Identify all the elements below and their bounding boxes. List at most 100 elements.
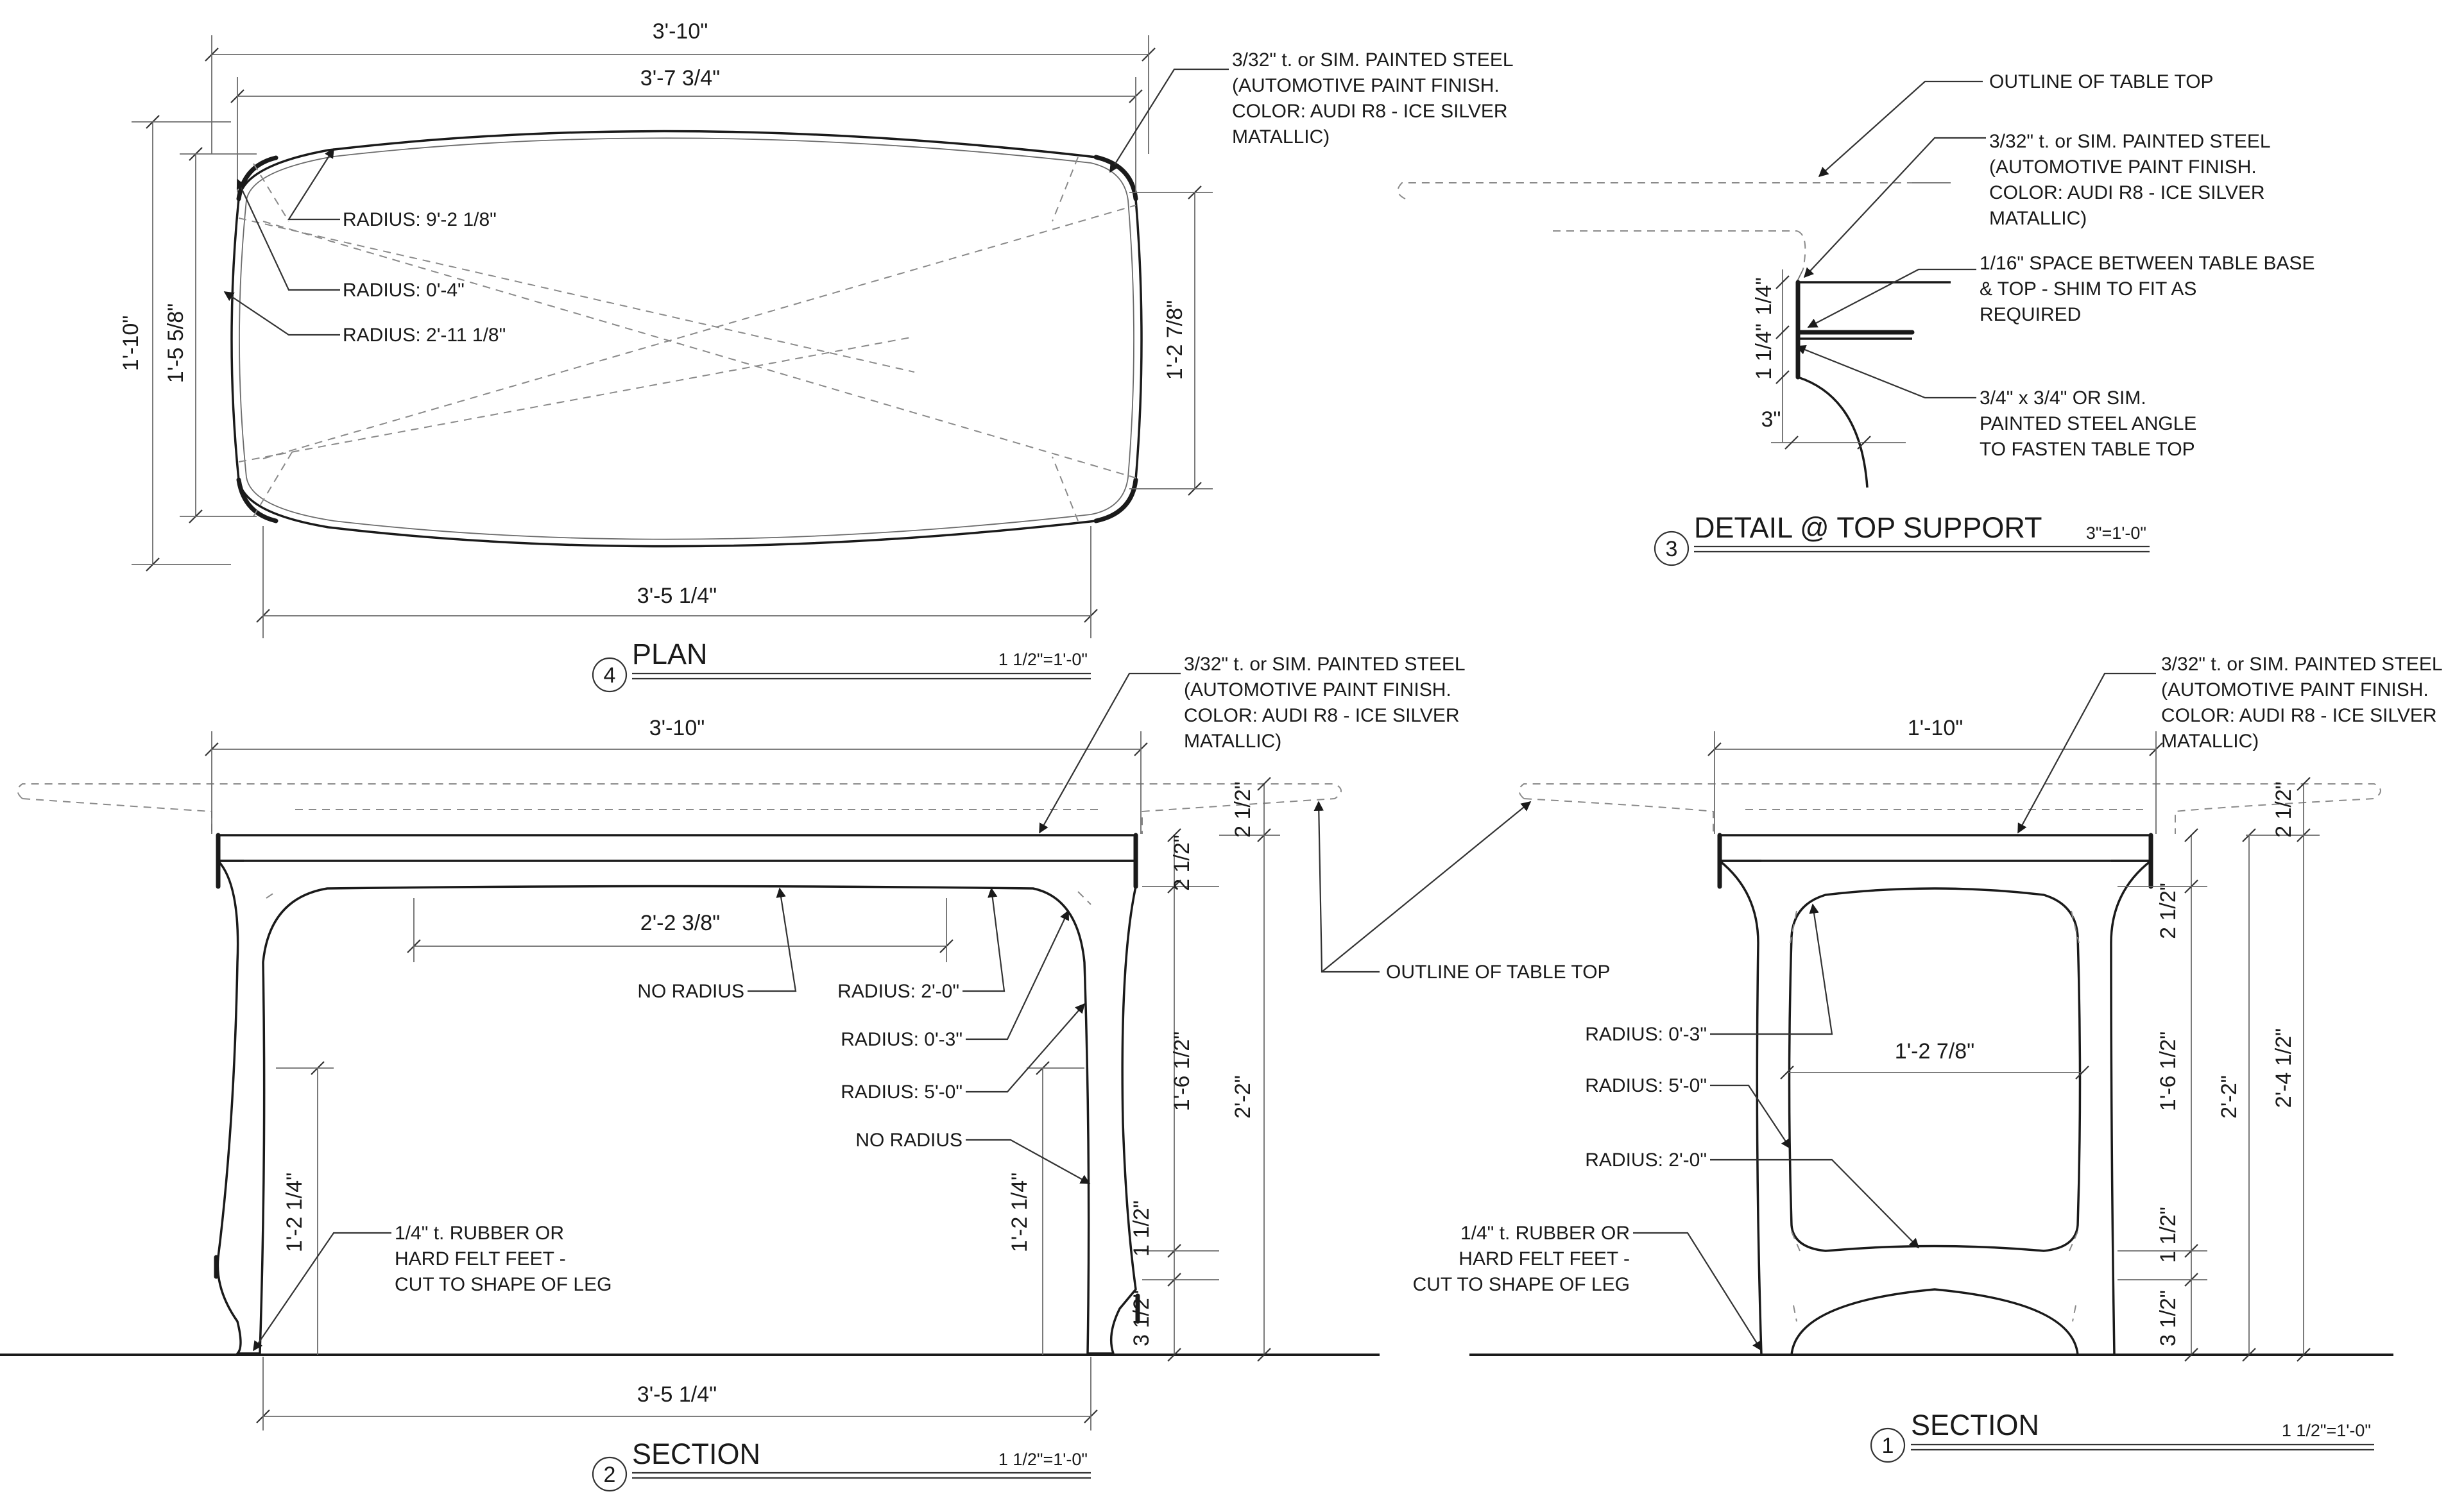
short-steel-note: 3/32" t. or SIM. PAINTED STEEL [2161, 654, 2443, 675]
short-steel-note: COLOR: AUDI R8 - ICE SILVER [2161, 705, 2437, 726]
drawing-title: SECTION [1911, 1409, 2039, 1441]
leader [1633, 1232, 1762, 1352]
long-base-width: 3'-5 1/4" [637, 1382, 717, 1407]
long-label: NO RADIUS [637, 981, 744, 1002]
short-steel-note: (AUTOMOTIVE PAINT FINISH. [2161, 679, 2429, 700]
detail-steel-note: MATALLIC) [1989, 208, 2087, 229]
short-overall-width: 1'-10" [1908, 716, 1964, 740]
plan-overall-depth: 1'-10" [119, 316, 143, 371]
leader [1039, 672, 1181, 834]
short-hidden-corners [1790, 910, 2080, 1322]
short-opening [1788, 887, 2082, 1252]
long-outline-label: OUTLINE OF TABLE TOP [1386, 962, 1611, 983]
long-label: RADIUS: 2'-0" [837, 981, 959, 1002]
short-label: RADIUS: 5'-0" [1585, 1075, 1707, 1096]
drawing-number: 3 [1666, 537, 1678, 561]
short-apron [1718, 834, 2152, 862]
short-feet-note: CUT TO SHAPE OF LEG [1413, 1274, 1630, 1295]
short-lower-arch [1790, 1288, 2079, 1355]
leader [223, 291, 340, 336]
drawing-title: SECTION [632, 1438, 760, 1470]
leader [1710, 1159, 1920, 1249]
plan-note-line: (AUTOMOTIVE PAINT FINISH. [1232, 75, 1500, 96]
detail-top-outline-end [1796, 182, 1951, 283]
leader [966, 910, 1070, 1040]
leader [1710, 903, 1833, 1035]
dim-tick [1257, 1348, 1271, 1362]
long-leg-dim: 1'-6 1/2" [1170, 1031, 1194, 1111]
long-overall-height: 2'-2" [1231, 1075, 1255, 1119]
detail-space-note: & TOP - SHIM TO FIT AS [1980, 278, 2196, 300]
long-label: NO RADIUS [855, 1130, 963, 1151]
drawing-scale: 1 1/2"=1'-0" [2282, 1421, 2371, 1440]
detail-angle-note: PAINTED STEEL ANGLE [1980, 413, 2196, 434]
plan-inner-width: 3'-7 3/4" [640, 66, 720, 90]
drawing-number: 4 [604, 663, 616, 688]
detail-leg-curve [1797, 376, 1869, 488]
plan-steel-corner-bl [236, 477, 278, 523]
short-inner: 1'-2 7/8" [1895, 1039, 1974, 1064]
short-foot-dim: 3 1/2" [2156, 1290, 2180, 1346]
long-top-thick: 2 1/2" [1231, 781, 1255, 838]
dim-tick [2297, 777, 2311, 791]
plan-note-line: COLOR: AUDI R8 - ICE SILVER [1232, 101, 1508, 122]
leader [2017, 672, 2156, 834]
long-feet-note: 1/4" t. RUBBER OR [395, 1223, 564, 1244]
section-long-view: 3'-10" 2'-2 3/8" 3'-5 1/4" 1'-2 1/4" 1'-… [0, 654, 1611, 1492]
plan-radius-label: RADIUS: 2'-11 1/8" [343, 325, 506, 346]
long-steel-note: MATALLIC) [1184, 731, 1281, 752]
drawing-number-bubble [592, 657, 628, 693]
leader [236, 178, 340, 291]
short-feet-note: HARD FELT FEET - [1459, 1248, 1630, 1269]
leader [1818, 80, 1983, 178]
dim-tick [1775, 325, 1790, 339]
long-top-outline [17, 783, 1342, 834]
drawing-scale: 3"=1'-0" [2086, 523, 2146, 543]
detail-view: 1/4" 1 1/4" 3" OUTLINE OF TABLE TOP 3/32… [1397, 71, 2315, 566]
short-apron-dim: 2 1/2" [2156, 883, 2180, 939]
long-feet-note: HARD FELT FEET - [395, 1248, 566, 1269]
short-label: RADIUS: 2'-0" [1585, 1150, 1707, 1171]
leader [1803, 137, 1986, 278]
dim-tick [1167, 828, 1181, 842]
detail-steel-note: COLOR: AUDI R8 - ICE SILVER [1989, 182, 2265, 203]
leader [287, 148, 340, 221]
short-top-thick: 2 1/2" [2272, 781, 2296, 838]
drawing-title: DETAIL @ TOP SUPPORT [1694, 511, 2042, 544]
dim-tick [2242, 1348, 2256, 1362]
short-foot-gap: 1 1/2" [2156, 1207, 2180, 1263]
long-foot-gap: 1 1/2" [1129, 1200, 1154, 1257]
short-overall-height: 2'-4 1/2" [2272, 1028, 2296, 1108]
leader [1321, 801, 1532, 972]
detail-dim-bottom: 3" [1761, 407, 1781, 432]
short-steel-note: MATALLIC) [2161, 731, 2259, 752]
short-feet-note: 1/4" t. RUBBER OR [1460, 1223, 1630, 1244]
leader [1109, 68, 1229, 173]
long-feet-note: CUT TO SHAPE OF LEG [395, 1274, 612, 1295]
plan-table-outline-inner [239, 137, 1134, 540]
dim-tick [1775, 275, 1790, 289]
detail-outline-note: OUTLINE OF TABLE TOP [1989, 71, 2214, 92]
leader [1795, 344, 1976, 399]
leader [1807, 268, 1976, 328]
plan-view: 3'-10" 3'-7 3/4" 3'-5 1/4" 1'-10" 1'-5 5… [119, 19, 1514, 693]
dim-tick [1857, 436, 1871, 450]
detail-top-outline [1397, 182, 1912, 270]
short-leg-dim: 1'-6 1/2" [2156, 1031, 2180, 1111]
leader [253, 1232, 391, 1352]
long-steel-note: COLOR: AUDI R8 - ICE SILVER [1184, 705, 1460, 726]
dim-tick [1167, 1348, 1181, 1362]
detail-steel-note: (AUTOMOTIVE PAINT FINISH. [1989, 157, 2257, 178]
plan-hidden-base [238, 157, 1136, 522]
detail-dim-top: 1/4" [1752, 277, 1776, 315]
dim-tick [2297, 1348, 2311, 1362]
dim-tick [1257, 777, 1271, 791]
drawing-number-bubble [1870, 1427, 1906, 1463]
leader [748, 887, 797, 992]
dim-tick [1780, 1065, 1794, 1080]
long-leg-left: 1'-2 1/4" [282, 1173, 307, 1252]
leader [963, 887, 1005, 992]
plan-end-depth: 1'-2 7/8" [1163, 300, 1187, 380]
plan-table-outline [230, 130, 1143, 548]
